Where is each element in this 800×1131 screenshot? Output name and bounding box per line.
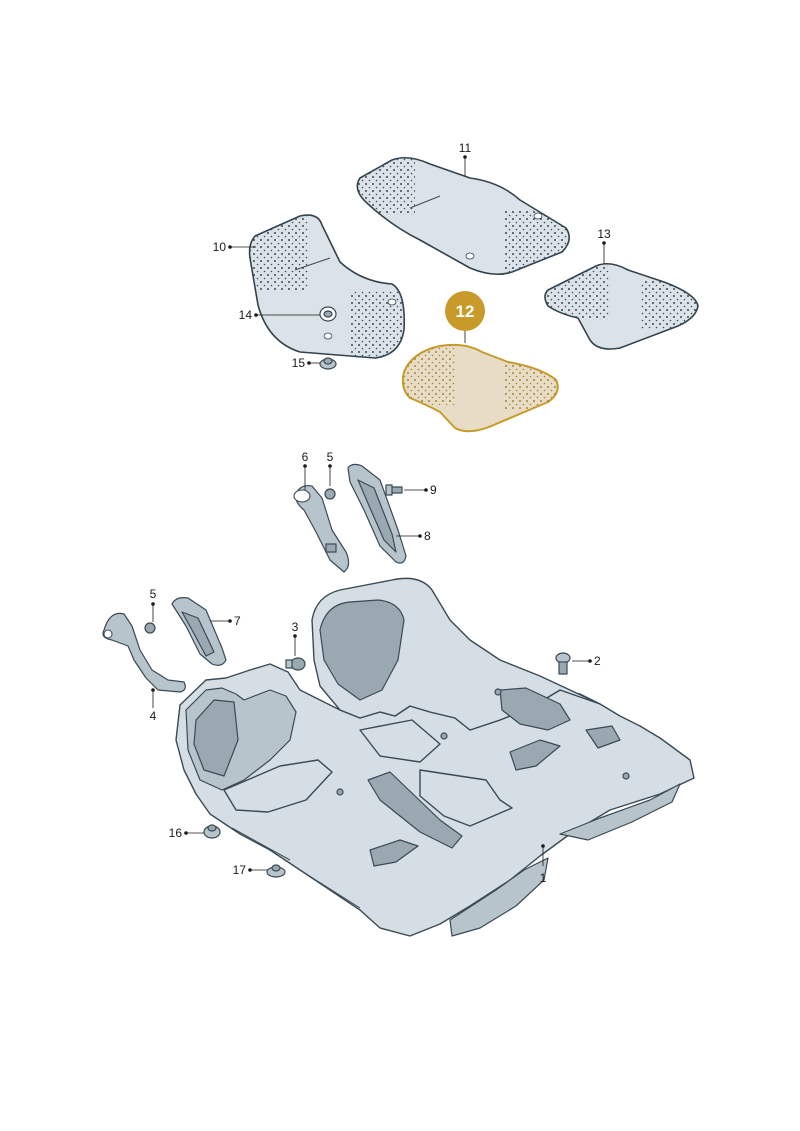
callout-5-lower: 5 [150,587,157,601]
callout-15: 15 [292,356,306,370]
callout-16: 16 [169,826,183,840]
foot-rest-7 [171,597,227,666]
callout-10: 10 [213,240,227,254]
callout-9: 9 [430,483,437,497]
clip-2 [555,652,571,675]
callout-13: 13 [597,227,611,241]
mat-fastener-15 [319,357,337,370]
callout-3: 3 [292,620,299,634]
bracket-4 [102,612,186,693]
leader-lines [151,155,606,872]
callout-4: 4 [150,709,157,723]
callout-7: 7 [234,614,241,628]
callout-6: 6 [302,450,309,464]
callout-14: 14 [239,308,253,322]
floor-carpet-1 [175,577,695,937]
floor-mat-rear-right [544,262,699,350]
heel-pad-8 [347,463,407,564]
fastener-16 [203,824,221,839]
fastener-17 [266,864,286,878]
callout-11: 11 [459,141,472,155]
highlight-badge-12[interactable]: 12 [445,291,485,331]
screw-9 [385,484,403,496]
clip-5-upper [324,488,336,500]
callout-8: 8 [424,529,431,543]
clip-3 [285,657,306,671]
callout-1: 1 [540,871,547,885]
mat-fastener-14 [319,306,337,322]
clip-5-lower [144,622,156,634]
callout-12: 12 [456,302,475,321]
floor-mat-front-right-highlighted[interactable] [400,343,565,433]
callout-5-upper: 5 [327,450,334,464]
callout-2: 2 [594,654,601,668]
floor-mat-front-left [248,214,406,359]
bracket-6 [293,485,350,573]
callout-17: 17 [233,863,247,877]
